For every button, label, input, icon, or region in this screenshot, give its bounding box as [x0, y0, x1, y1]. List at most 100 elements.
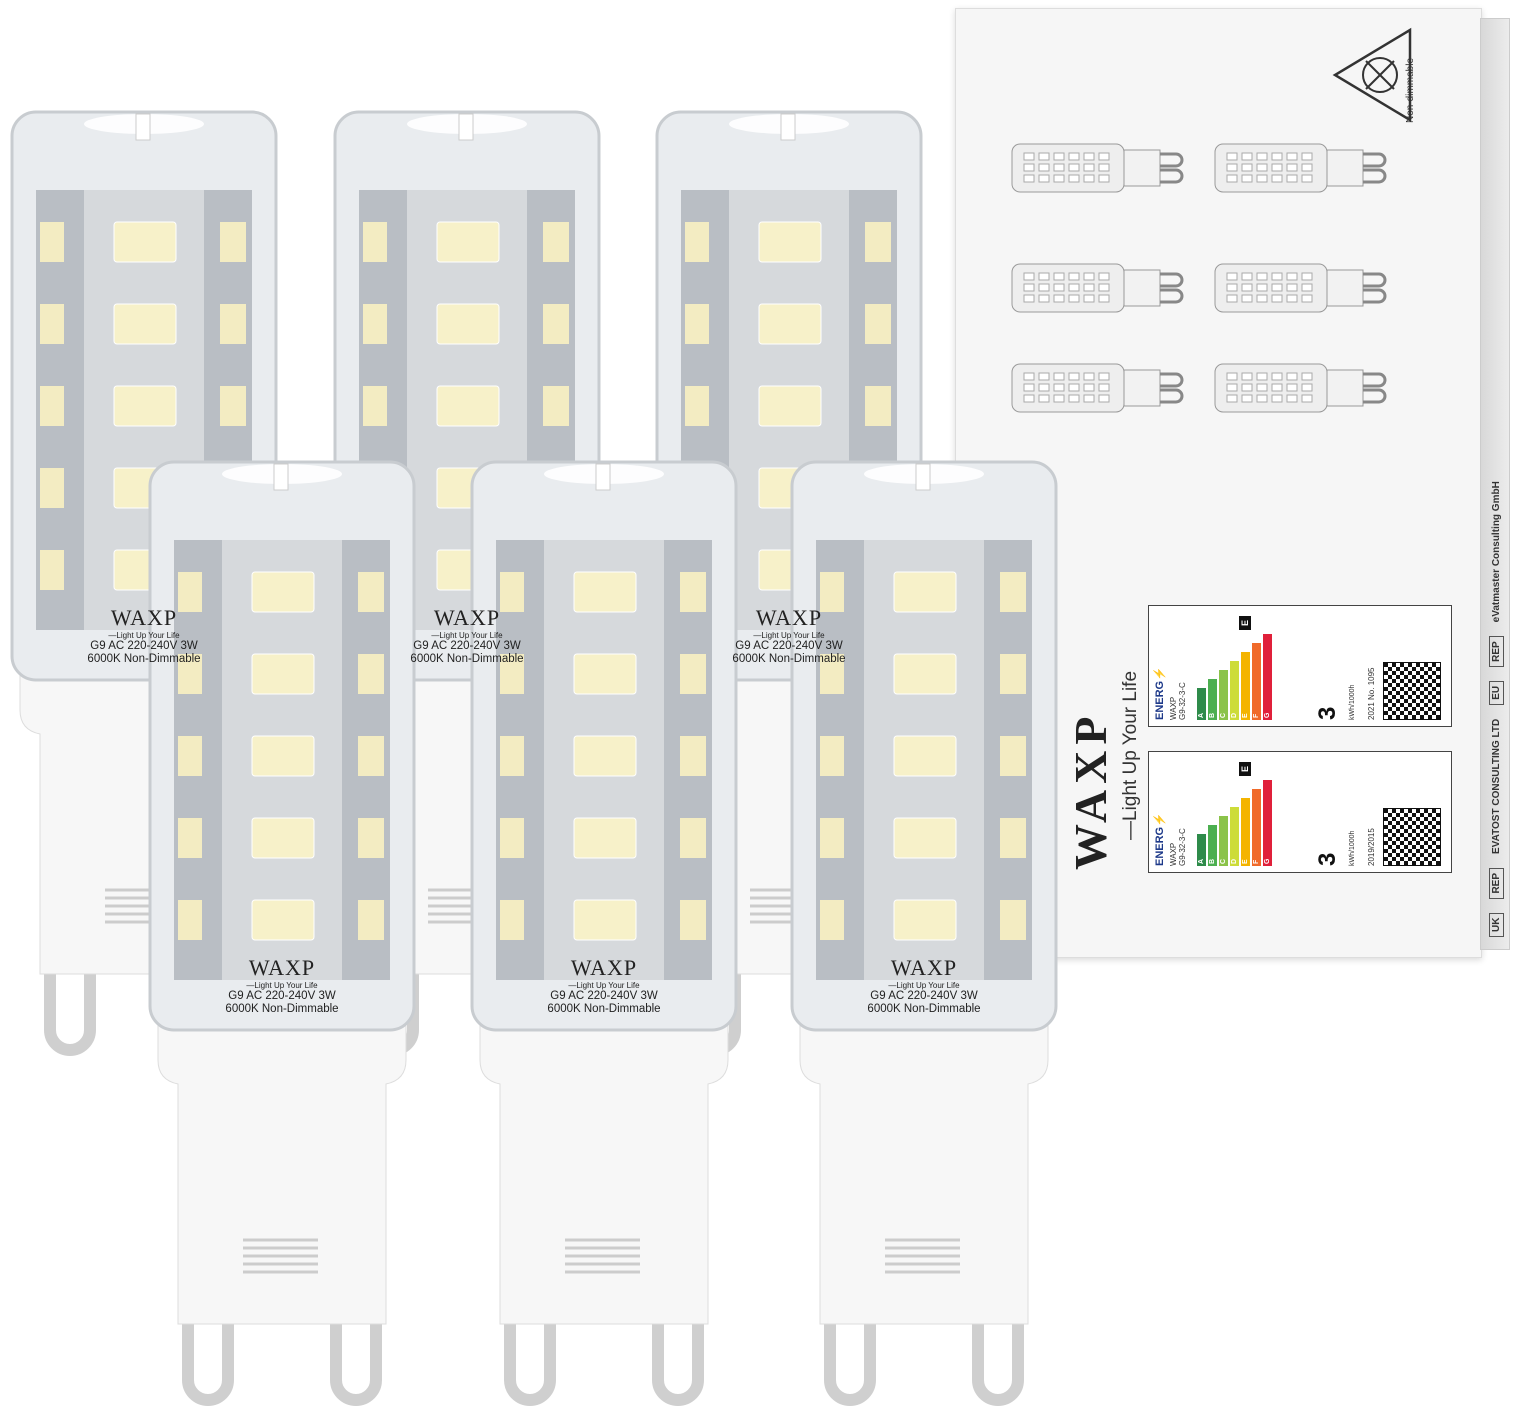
led-chip: [543, 222, 569, 262]
bulb-base: [799, 1019, 1049, 1325]
bulb-spec-1: G9 AC 220-240V 3W: [870, 990, 978, 1002]
energy-class-badge: E: [1239, 761, 1251, 776]
bulb-spec-1: G9 AC 220-240V 3W: [735, 640, 843, 652]
g9-led-bulb: [148, 460, 416, 1410]
led-chip: [40, 304, 64, 344]
led-chip: [251, 899, 315, 941]
bulb-brand-logo: WAXP: [755, 605, 823, 630]
g9-led-bulb: [790, 460, 1058, 1410]
led-chip: [1000, 654, 1026, 694]
led-chip: [758, 303, 822, 345]
led-chip: [865, 222, 891, 262]
bulb-print: WAXP —Light Up Your Life G9 AC 220-240V …: [790, 955, 1058, 1016]
led-chip: [436, 221, 500, 263]
led-chip: [436, 303, 500, 345]
box-bulb-illustration: [1214, 143, 1387, 193]
bulb-base: [157, 1019, 407, 1325]
led-chip: [573, 735, 637, 777]
energy-class-bar: C: [1219, 816, 1228, 866]
box-side-panel: UK REP EVATOST CONSULTING LTD EU REP eVa…: [1480, 18, 1510, 950]
led-chip: [40, 222, 64, 262]
energy-class-bar: D: [1230, 661, 1239, 720]
energy-header: ENERG⚡: [1154, 813, 1166, 866]
led-chip: [178, 818, 202, 858]
bulb-print: WAXP —Light Up Your Life G9 AC 220-240V …: [470, 955, 738, 1016]
led-chip: [893, 571, 957, 613]
side-label-uk: UK: [1488, 912, 1504, 937]
led-chip: [543, 386, 569, 426]
g9-led-bulb: [470, 460, 738, 1410]
led-chip: [500, 900, 524, 940]
bulb-print: WAXP —Light Up Your Life G9 AC 220-240V …: [148, 955, 416, 1016]
led-chip: [220, 304, 246, 344]
box-bulb-illustration: [1011, 143, 1184, 193]
energy-class-bar: F: [1252, 643, 1261, 720]
led-chip: [573, 899, 637, 941]
led-chip: [251, 735, 315, 777]
led-chip: [251, 571, 315, 613]
led-chip: [865, 304, 891, 344]
bulb-spec-1: G9 AC 220-240V 3W: [90, 640, 198, 652]
bulb-print: WAXP —Light Up Your Life G9 AC 220-240V …: [655, 605, 923, 666]
led-chip: [893, 735, 957, 777]
led-chip: [500, 736, 524, 776]
energy-unit: kWh/1000h: [1349, 684, 1356, 720]
led-chip: [363, 386, 387, 426]
energy-class-bar: D: [1230, 807, 1239, 866]
non-dimmable-text: Non-dimmable: [1405, 57, 1416, 123]
led-chip: [178, 736, 202, 776]
energy-class-bar: F: [1252, 789, 1261, 866]
led-chip: [40, 468, 64, 508]
bulb-tagline: —Light Up Your Life: [888, 981, 960, 990]
led-chip: [1000, 736, 1026, 776]
energy-class-bar: B: [1208, 825, 1217, 866]
led-chip: [1000, 900, 1026, 940]
led-chip: [820, 654, 844, 694]
energy-regulation: 2021 No. 1095: [1367, 667, 1376, 721]
led-chip: [220, 222, 246, 262]
side-label-rep: REP: [1488, 867, 1504, 899]
bulb-tagline: —Light Up Your Life: [568, 981, 640, 990]
bulb-brand-logo: WAXP: [890, 955, 958, 980]
led-chip: [1000, 818, 1026, 858]
box-bulb-illustration: [1011, 363, 1184, 413]
led-chip: [113, 221, 177, 263]
box-bulb-illustration: [1214, 363, 1387, 413]
energy-class-bar: G: [1263, 634, 1272, 720]
led-chip: [685, 304, 709, 344]
led-chip: [113, 385, 177, 427]
led-chip: [358, 572, 384, 612]
led-chip: [358, 900, 384, 940]
bulb-pins: [182, 1280, 382, 1406]
led-chip: [358, 654, 384, 694]
led-chip: [251, 653, 315, 695]
led-chip: [685, 386, 709, 426]
bulb-brand-logo: WAXP: [248, 955, 316, 980]
led-chip: [820, 572, 844, 612]
box-logo: WAXP: [1065, 710, 1116, 870]
led-chip: [1000, 572, 1026, 612]
energy-class-bar: C: [1219, 670, 1228, 720]
side-label-eu: EU: [1488, 680, 1504, 705]
led-chip: [573, 817, 637, 859]
side-company-uk: EVATOST CONSULTING LTD: [1490, 718, 1502, 854]
bulb-print: WAXP —Light Up Your Life G9 AC 220-240V …: [333, 605, 601, 666]
bulb-spec-2: 6000K Non-Dimmable: [867, 1003, 981, 1015]
bulb-brand-logo: WAXP: [570, 955, 638, 980]
led-chip: [543, 304, 569, 344]
bulb-spec-2: 6000K Non-Dimmable: [732, 653, 846, 665]
led-chip: [893, 653, 957, 695]
energy-class-bar: B: [1208, 679, 1217, 720]
energy-class-bar: A: [1197, 688, 1206, 720]
led-chip: [363, 304, 387, 344]
led-chip: [358, 818, 384, 858]
energy-kwh: 3: [1314, 706, 1341, 720]
bulb-tagline: —Light Up Your Life: [431, 631, 503, 640]
bulb-spec-1: G9 AC 220-240V 3W: [413, 640, 521, 652]
box-side-text: UK REP EVATOST CONSULTING LTD EU REP eVa…: [1483, 21, 1509, 947]
box-bulb-illustration: [1011, 263, 1184, 313]
